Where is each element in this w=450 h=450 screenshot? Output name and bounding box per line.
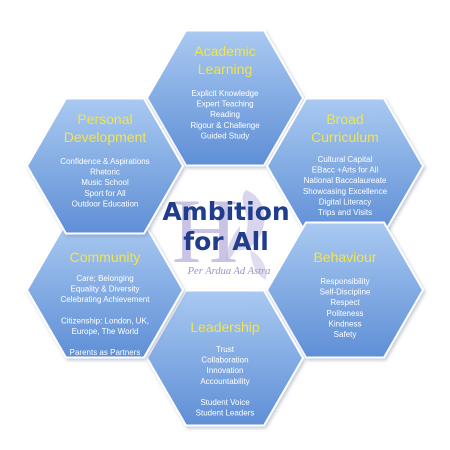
hexagon-shape xyxy=(145,29,305,167)
hexagon-item: Europe, The World xyxy=(72,327,139,336)
center-emblem: H Ambition for All Per Ardua Ad Astra xyxy=(162,180,289,282)
hexagon-item: Equality & Diversity xyxy=(71,285,140,294)
hexagon-title: Community xyxy=(70,249,141,265)
hexagon-item: Accountability xyxy=(200,377,249,386)
hexagon-item: Rhetoric xyxy=(90,168,120,177)
center-title-line-2: for All xyxy=(183,227,269,256)
hexagon-shape xyxy=(265,221,425,359)
hexagon-item: Responsibility xyxy=(320,277,369,286)
monogram-letter: H xyxy=(172,180,238,282)
hexagon-item: Student Voice xyxy=(200,398,250,407)
hexagon-item: Rigour & Challenge xyxy=(190,121,260,130)
motto: Per Ardua Ad Astra xyxy=(187,266,271,277)
hexagon-title: Learning xyxy=(198,61,253,77)
hexagon-shape xyxy=(25,97,185,235)
hexagon-item: Collaboration xyxy=(201,356,248,365)
hexagon-item: Showcasing Excellence xyxy=(303,187,388,196)
center-title-line-1: Ambition xyxy=(162,197,289,226)
hexagon-title: Curriculum xyxy=(311,129,379,145)
hexagon-item: Innovation xyxy=(207,366,244,375)
hexagon-item: Kindness xyxy=(329,319,362,328)
hexagon-title: Development xyxy=(64,129,147,145)
hexagon-item: Care; Belonging xyxy=(76,274,133,283)
hexagon-item: Explicit Knowledge xyxy=(191,89,259,98)
hexagon-item: Outdoor Education xyxy=(72,199,139,208)
hexagon-item: Confidence & Aspirations xyxy=(60,157,149,166)
hexagon-item: Politeness xyxy=(327,309,364,318)
hexagon-title: Leadership xyxy=(190,319,259,335)
hexagon-item: Sport for All xyxy=(84,189,126,198)
hexagon-item: Trips and Visits xyxy=(318,208,372,217)
hexagon-item: EBacc +Arts for All xyxy=(312,166,379,175)
hexagon-item: Digital Literacy xyxy=(319,197,371,206)
hexagon-title: Behaviour xyxy=(313,249,376,265)
hexagon-behaviour: BehaviourResponsibilitySelf-DisciplineRe… xyxy=(265,221,425,359)
hexagon-item: Parents as Partners xyxy=(70,348,141,357)
hexagon-item: Citizenship: London, UK, xyxy=(61,316,149,325)
hexagon-item: Celebrating Achievement xyxy=(61,295,151,304)
hexagon-item: Reading xyxy=(210,110,240,119)
hexagon-item: Respect xyxy=(330,298,360,307)
hexagon-item: Student Leaders xyxy=(196,409,255,418)
hexagon-item: Trust xyxy=(216,345,235,354)
hexagon-title: Academic xyxy=(194,43,255,59)
hexagon-shape xyxy=(145,289,305,427)
hexagon-item: Cultural Capital xyxy=(318,155,373,164)
hexagon-item: Expert Teaching xyxy=(196,100,253,109)
hexagon-item: Self-Discipline xyxy=(320,288,371,297)
hexagon-item: Safety xyxy=(334,330,357,339)
hexagon-item: National Baccalaureate xyxy=(304,176,387,185)
hexagon-title: Personal xyxy=(77,111,132,127)
hexagon-leadership: LeadershipTrustCollaborationInnovationAc… xyxy=(145,289,305,427)
hexagon-item: Music School xyxy=(81,178,129,187)
hexagon-title: Broad xyxy=(326,111,363,127)
crest-icon xyxy=(226,190,267,280)
hexagon-item: Guided Study xyxy=(201,131,249,140)
